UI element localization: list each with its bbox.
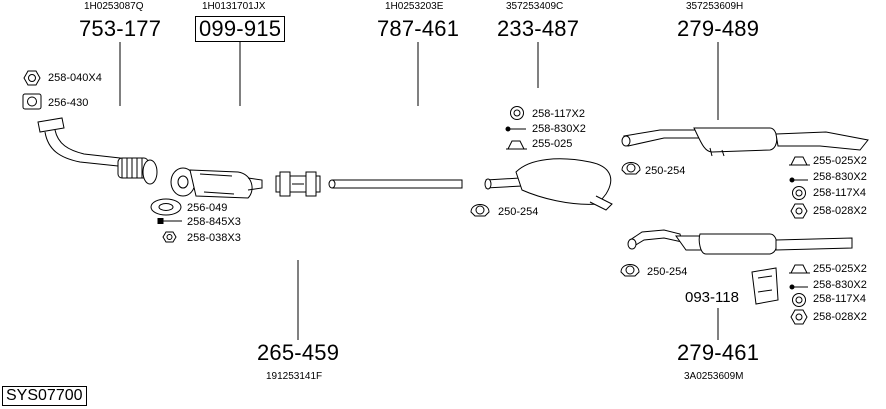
accessory-label[interactable]: 250-254 xyxy=(645,165,686,177)
bracket-part-number[interactable]: 093-118 xyxy=(685,289,739,306)
oem-code-099-915: 1H0131701JX xyxy=(202,1,266,12)
bracket-drawing xyxy=(751,267,779,305)
rear-muffler-upper-drawing xyxy=(621,127,869,157)
part-number-233-487[interactable]: 233-487 xyxy=(497,16,580,41)
accessory-label[interactable]: 258-830X2 xyxy=(813,279,867,291)
oem-code-787-461: 1H0253203E xyxy=(385,1,444,12)
accessory-label[interactable]: 258-038X3 xyxy=(187,232,241,244)
accessory-label[interactable]: 256-430 xyxy=(48,97,89,109)
accessory-label[interactable]: 250-254 xyxy=(647,266,688,278)
oem-code-279-489: 357253609H xyxy=(686,1,744,12)
oem-code-279-461: 3A0253609M xyxy=(684,371,744,382)
accessory-label[interactable]: 258-117X4 xyxy=(813,293,867,305)
catalyst-drawing xyxy=(170,167,263,199)
accessory-label[interactable]: 258-117X2 xyxy=(532,108,586,120)
accessory-label[interactable]: 258-028X2 xyxy=(813,205,867,217)
part-number-787-461[interactable]: 787-461 xyxy=(377,16,460,41)
part-number-099-915[interactable]: 099-915 xyxy=(195,16,286,42)
accessory-label[interactable]: 258-040X4 xyxy=(48,72,102,84)
rear-muffler-lower-drawing xyxy=(627,229,853,255)
accessory-label[interactable]: 258-117X4 xyxy=(813,187,867,199)
accessory-label[interactable]: 258-028X2 xyxy=(813,311,867,323)
accessory-label[interactable]: 255-025X2 xyxy=(813,155,867,167)
accessory-label[interactable]: 255-025 xyxy=(532,138,573,150)
clamp-drawing xyxy=(275,171,321,197)
center-muffler-drawing xyxy=(484,158,613,211)
oem-code-233-487: 357253409C xyxy=(506,1,564,12)
middle-pipe-drawing xyxy=(328,179,463,189)
accessory-label[interactable]: 256-049 xyxy=(187,202,228,214)
front-pipe-drawing xyxy=(37,117,158,185)
oem-code-753-177: 1H0253087Q xyxy=(84,1,144,12)
part-number-265-459[interactable]: 265-459 xyxy=(257,340,340,365)
system-code-badge: SYS07700 xyxy=(2,386,87,406)
oem-code-265-459: 191253141F xyxy=(266,371,323,382)
accessory-label[interactable]: 258-830X2 xyxy=(813,171,867,183)
accessory-icons xyxy=(22,70,810,325)
accessory-label[interactable]: 255-025X2 xyxy=(813,263,867,275)
part-number-279-489[interactable]: 279-489 xyxy=(677,16,760,41)
accessory-label[interactable]: 258-845X3 xyxy=(187,216,241,228)
accessory-label[interactable]: 258-830X2 xyxy=(532,123,586,135)
part-number-279-461[interactable]: 279-461 xyxy=(677,340,760,365)
accessory-label[interactable]: 250-254 xyxy=(498,206,539,218)
part-number-753-177[interactable]: 753-177 xyxy=(79,16,162,41)
